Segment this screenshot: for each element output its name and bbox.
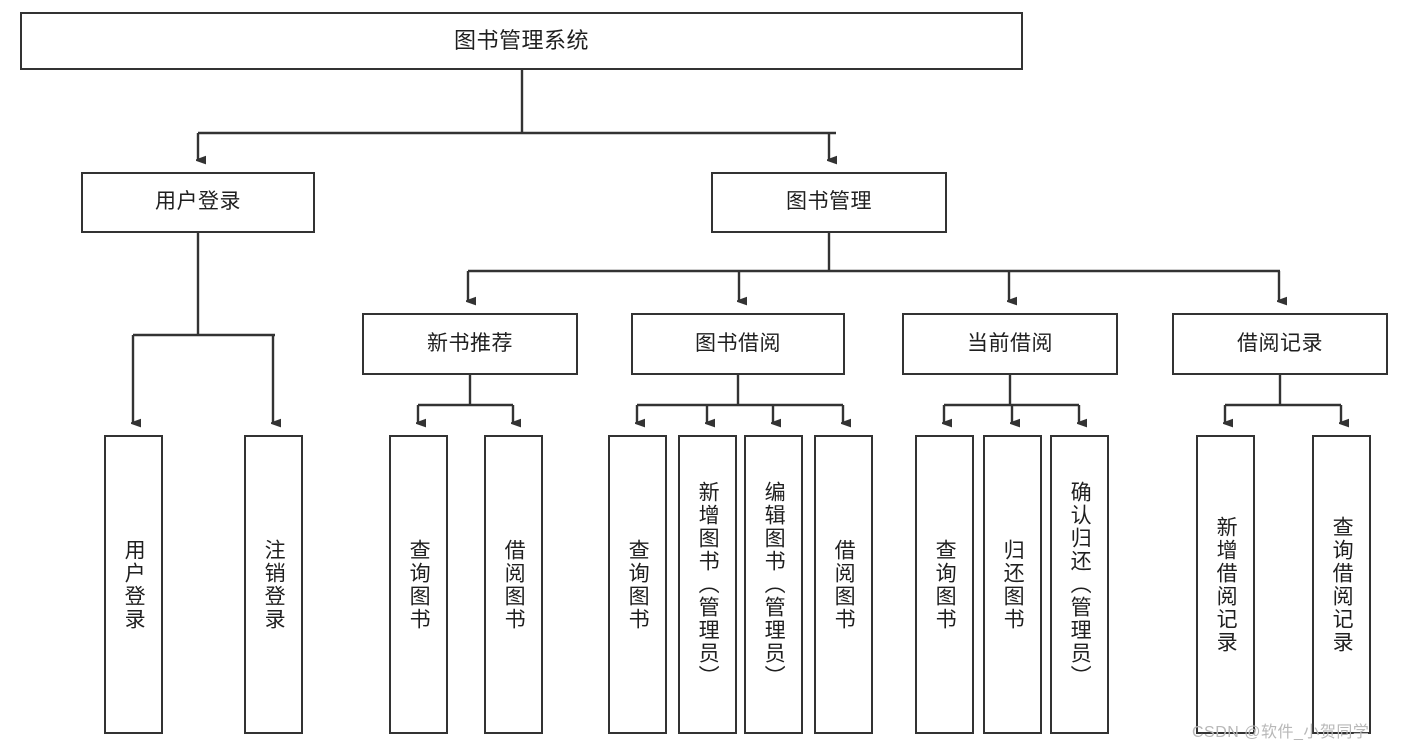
leaf-query-book-borrow-label: 查询图书	[626, 538, 650, 631]
leaf-confirm-return-admin[interactable]: 确认归还（管理员）	[1050, 435, 1109, 734]
node-book-management-label: 图书管理	[786, 190, 872, 214]
leaf-add-borrow-record[interactable]: 新增借阅记录	[1196, 435, 1255, 734]
leaf-user-login[interactable]: 用户登录	[104, 435, 163, 734]
leaf-borrow-book-rec[interactable]: 借阅图书	[484, 435, 543, 734]
node-book-borrow-label: 图书借阅	[695, 331, 781, 355]
node-book-borrow[interactable]: 图书借阅	[631, 313, 845, 375]
node-root[interactable]: 图书管理系统	[20, 12, 1023, 70]
leaf-add-book-admin-label: 新增图书（管理员）	[696, 481, 720, 688]
node-borrow-record-label: 借阅记录	[1237, 331, 1323, 355]
node-new-book-recommendation-label: 新书推荐	[427, 331, 513, 355]
leaf-add-borrow-record-label: 新增借阅记录	[1214, 515, 1238, 654]
node-new-book-recommendation[interactable]: 新书推荐	[362, 313, 578, 375]
leaf-query-book-rec[interactable]: 查询图书	[389, 435, 448, 734]
leaf-user-login-label: 用户登录	[122, 538, 146, 631]
leaf-query-borrow-record[interactable]: 查询借阅记录	[1312, 435, 1371, 734]
leaf-query-book-current[interactable]: 查询图书	[915, 435, 974, 734]
leaf-borrow-book-label: 借阅图书	[832, 538, 856, 631]
leaf-query-book-borrow[interactable]: 查询图书	[608, 435, 667, 734]
watermark: CSDN @软件_小贺同学	[1192, 724, 1370, 741]
leaf-return-book[interactable]: 归还图书	[983, 435, 1042, 734]
leaf-confirm-return-admin-label: 确认归还（管理员）	[1068, 481, 1092, 688]
node-root-label: 图书管理系统	[453, 28, 589, 54]
node-current-borrow[interactable]: 当前借阅	[902, 313, 1118, 375]
node-current-borrow-label: 当前借阅	[967, 331, 1053, 355]
node-borrow-record[interactable]: 借阅记录	[1172, 313, 1388, 375]
node-user-login[interactable]: 用户登录	[81, 172, 315, 233]
leaf-borrow-book-rec-label: 借阅图书	[502, 538, 526, 631]
leaf-edit-book-admin[interactable]: 编辑图书（管理员）	[744, 435, 803, 734]
node-book-management[interactable]: 图书管理	[711, 172, 947, 233]
leaf-logout-label: 注销登录	[262, 538, 286, 631]
leaf-edit-book-admin-label: 编辑图书（管理员）	[762, 481, 786, 688]
leaf-borrow-book[interactable]: 借阅图书	[814, 435, 873, 734]
leaf-logout[interactable]: 注销登录	[244, 435, 303, 734]
leaf-return-book-label: 归还图书	[1001, 538, 1025, 631]
leaf-add-book-admin[interactable]: 新增图书（管理员）	[678, 435, 737, 734]
leaf-query-book-current-label: 查询图书	[933, 538, 957, 631]
node-user-login-label: 用户登录	[155, 190, 241, 214]
leaf-query-borrow-record-label: 查询借阅记录	[1330, 515, 1354, 654]
leaf-query-book-rec-label: 查询图书	[407, 538, 431, 631]
